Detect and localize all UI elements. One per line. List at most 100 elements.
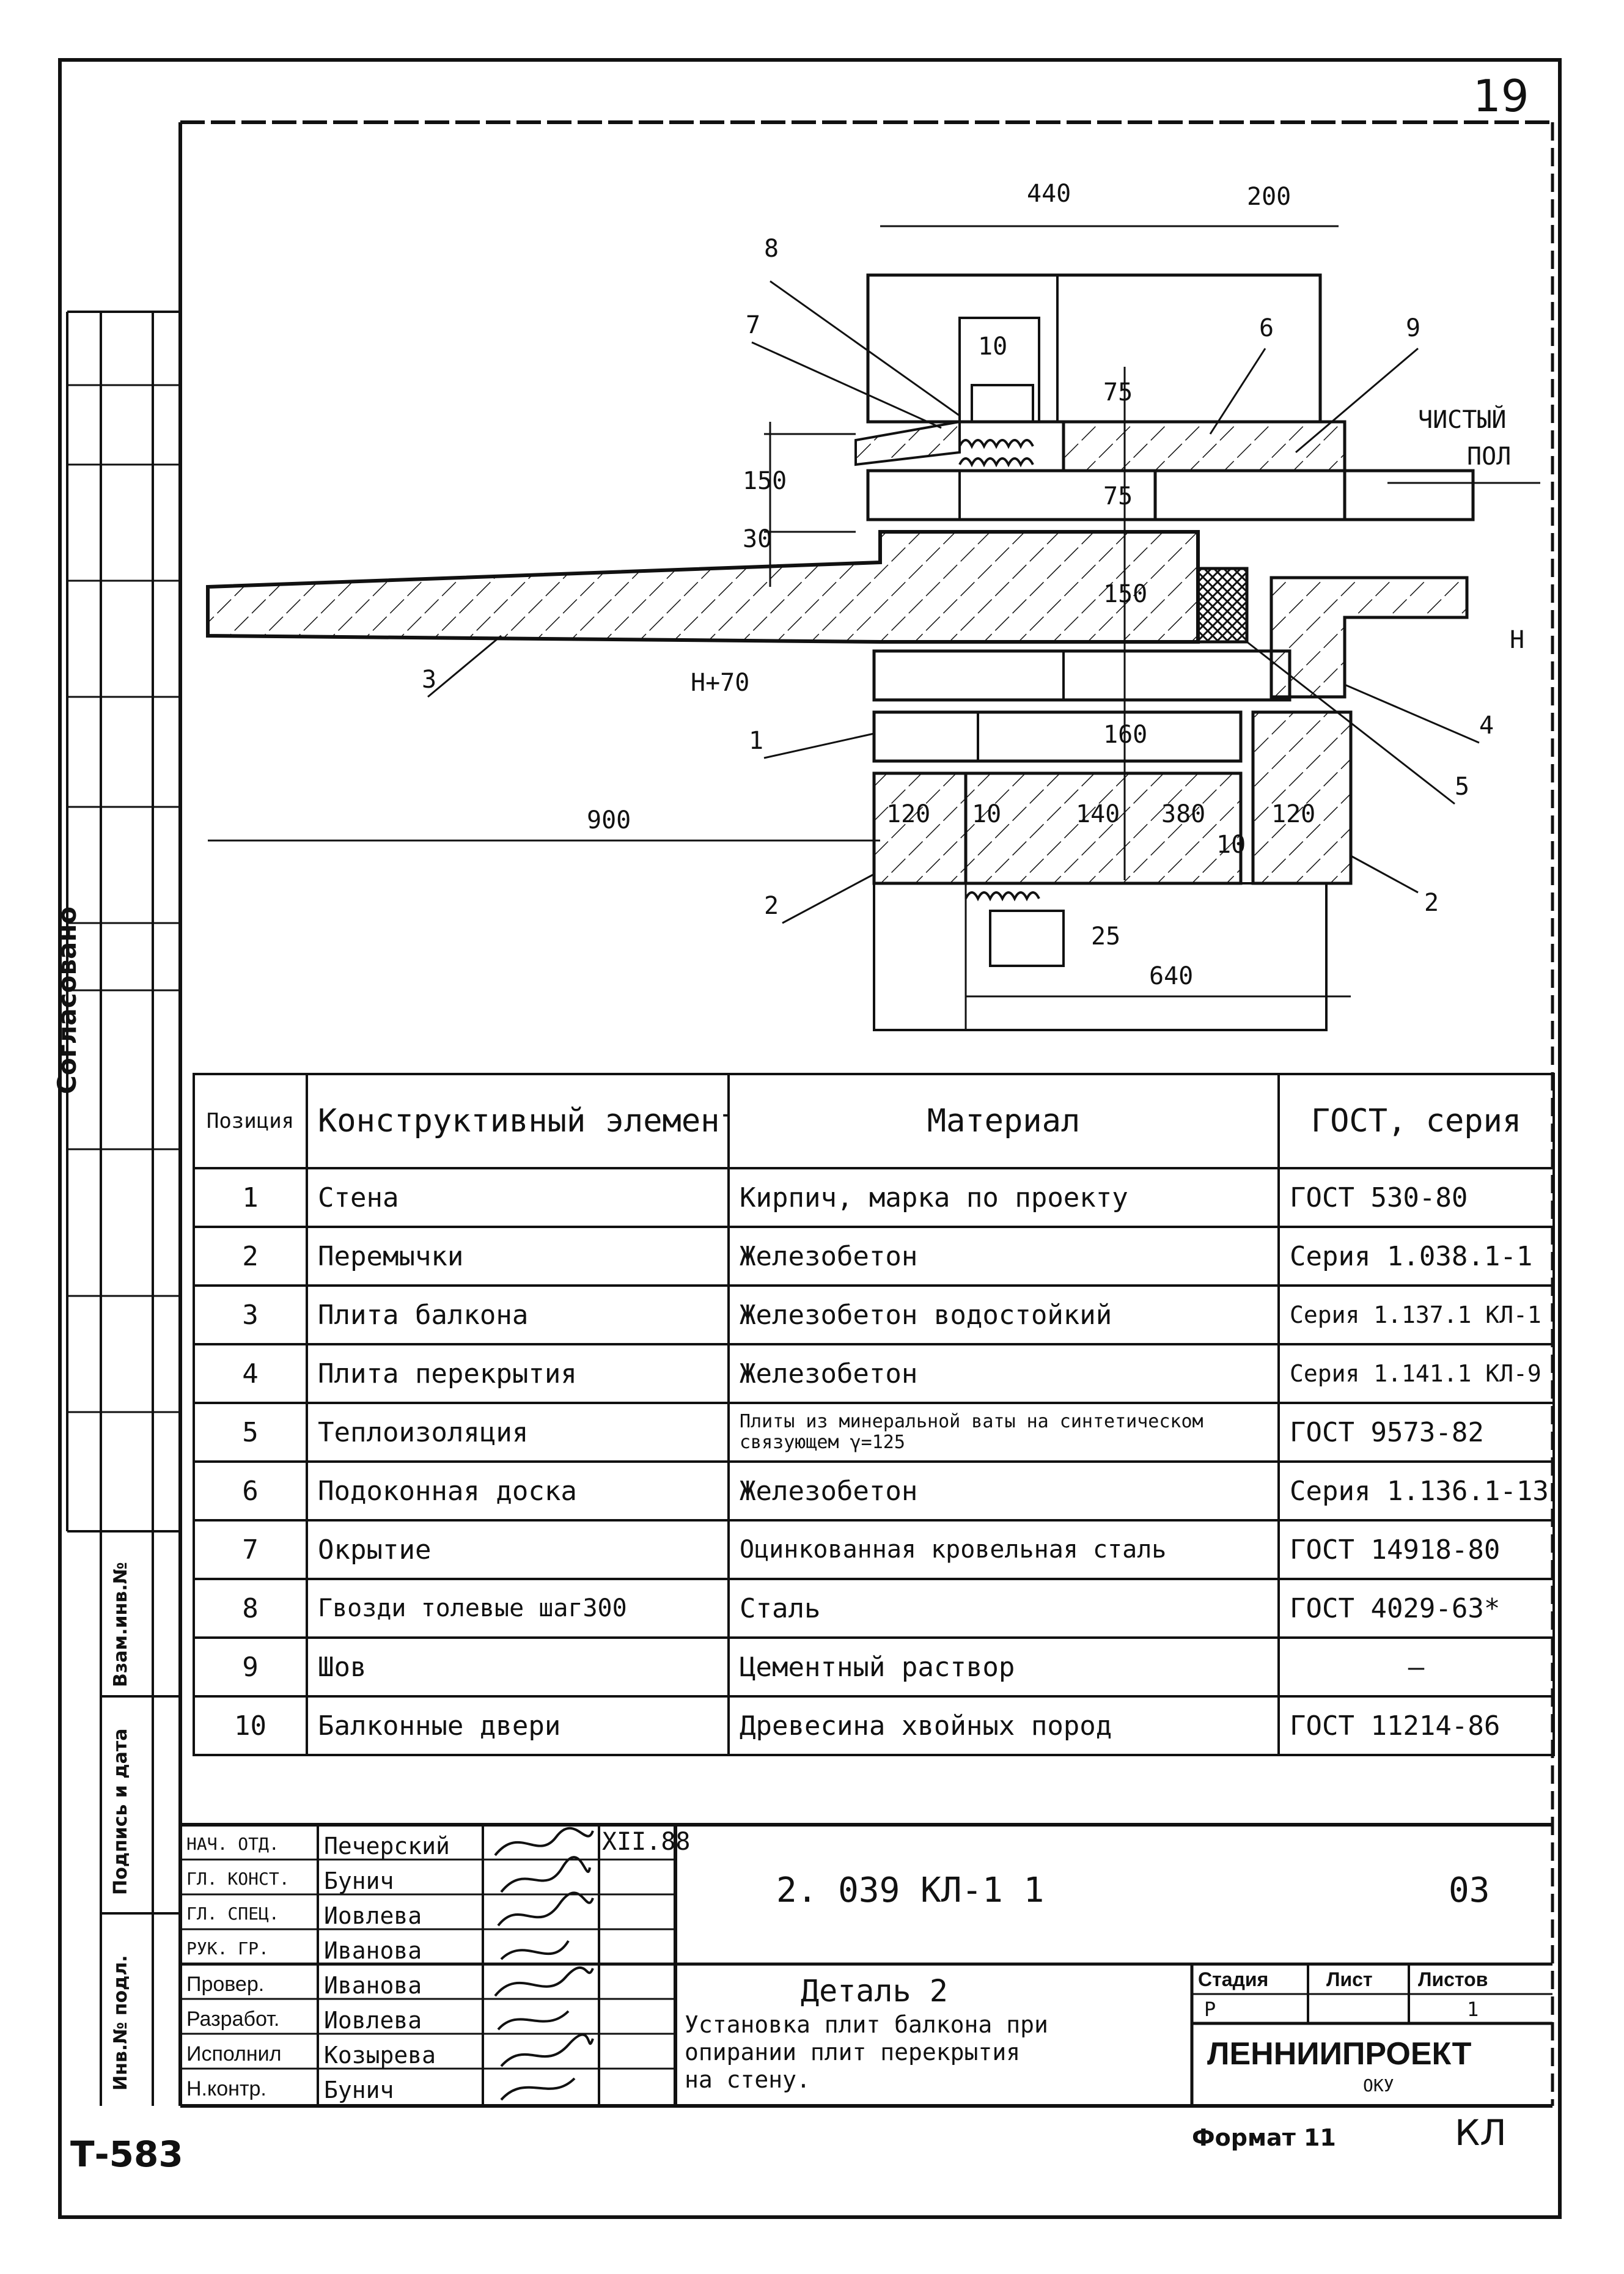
row-material: Древесина хвойных пород (727, 1695, 1280, 1756)
leader-2b: 2 (1424, 889, 1439, 917)
row-element: Гвозди толевые шаг300 (306, 1578, 730, 1639)
dim-120b: 120 (1271, 800, 1315, 828)
signer-name-2: Иовлева (324, 1902, 422, 1929)
organization: ЛЕННИИПРОЕКТ (1207, 2036, 1472, 2072)
signer-role-7: Н.контр. (186, 2077, 266, 2100)
signer-role-4: Провер. (186, 1973, 265, 1996)
row-material: Железобетон (727, 1460, 1280, 1522)
row-material: Железобетон водостойкий (727, 1284, 1280, 1345)
row-element: Стена (306, 1167, 730, 1228)
row-element: Перемычки (306, 1226, 730, 1287)
signer-name-6: Козырева (324, 2042, 436, 2069)
dim-440: 440 (1027, 180, 1071, 208)
signer-name-4: Иванова (324, 1972, 422, 1999)
leader-8: 8 (764, 235, 779, 263)
row-gost: Серия 1.136.1-13 (1277, 1460, 1555, 1522)
leader-5: 5 (1455, 773, 1469, 801)
detail-title: Деталь 2 (801, 1973, 948, 2009)
row-element: Теплоизоляция (306, 1402, 730, 1463)
dim-150b: 150 (1103, 580, 1147, 608)
row-pos: 3 (193, 1284, 308, 1345)
row-material: Оцинкованная кровельная сталь (727, 1519, 1280, 1580)
date: XII.88 (602, 1828, 691, 1856)
floor-label-2: ПОЛ (1467, 443, 1511, 471)
dim-900: 900 (587, 806, 631, 834)
detail-desc-3: на стену. (685, 2066, 810, 2093)
row-pos: 4 (193, 1343, 308, 1404)
row-pos: 1 (193, 1167, 308, 1228)
row-element: Плита балкона (306, 1284, 730, 1345)
signer-role-2: ГЛ. СПЕЦ. (186, 1904, 279, 1924)
sheets-value: 1 (1467, 1998, 1479, 2021)
outer-frame (58, 58, 1562, 2219)
doc-code: 2. 039 КЛ-1 1 (776, 1871, 1045, 1910)
dim-75a: 75 (1103, 378, 1133, 407)
row-material: Цементный раствор (727, 1636, 1280, 1698)
row-pos: 2 (193, 1226, 308, 1287)
detail-desc-1: Установка плит балкона при (685, 2011, 1048, 2038)
dim-10b: 10 (1216, 831, 1246, 859)
signer-role-1: ГЛ. КОНСТ. (186, 1869, 290, 1889)
signer-name-1: Бунич (324, 1867, 394, 1894)
row-element: Окрытие (306, 1519, 730, 1580)
header-position: Позиция (193, 1073, 308, 1169)
table-header-row: Позиция Конструктивный элемент Материал … (193, 1073, 1555, 1169)
leader-2a: 2 (764, 892, 779, 920)
specification-table: Позиция Конструктивный элемент Материал … (193, 1073, 1555, 1756)
row-element: Подоконная доска (306, 1460, 730, 1522)
dim-120a: 120 (886, 800, 930, 828)
row-element: Плита перекрытия (306, 1343, 730, 1404)
sheet-code: Т-583 (70, 2133, 183, 2175)
row-gost: ГОСТ 11214-86 (1277, 1695, 1555, 1756)
leader-9: 9 (1406, 314, 1420, 342)
leader-4: 4 (1479, 712, 1494, 740)
row-pos: 10 (193, 1695, 308, 1756)
sheet-label: Лист (1326, 1968, 1373, 1990)
dim-200: 200 (1247, 183, 1291, 211)
dim-30: 30 (743, 525, 772, 553)
dim-75b: 75 (1103, 482, 1133, 510)
row-pos: 6 (193, 1460, 308, 1522)
format-label: Формат 11 (1192, 2124, 1336, 2151)
signer-role-0: НАЧ. ОТД. (186, 1834, 279, 1854)
detail-drawing: 8 7 10 6 9 3 1 2 2 4 5 440 200 150 30 75… (206, 180, 1540, 1031)
row-gost: ГОСТ 9573-82 (1277, 1402, 1555, 1463)
signer-name-3: Иванова (324, 1937, 422, 1964)
stage-label: Стадия (1198, 1968, 1269, 1990)
row-material: Кирпич, марка по проекту (727, 1167, 1280, 1228)
dim-640: 640 (1149, 962, 1193, 990)
doc-sheet: 03 (1449, 1871, 1490, 1910)
row-element: Балконные двери (306, 1695, 730, 1756)
leader-10: 10 (978, 333, 1007, 361)
format-value: КЛ (1455, 2112, 1507, 2154)
dim-140: 140 (1076, 800, 1120, 828)
header-material: Материал (727, 1073, 1280, 1169)
row-pos: 7 (193, 1519, 308, 1580)
floor-label-1: ЧИСТЫЙ (1418, 405, 1507, 434)
row-material: Железобетон (727, 1226, 1280, 1287)
row-pos: 8 (193, 1578, 308, 1639)
row-material: Железобетон (727, 1343, 1280, 1404)
dim-10a: 10 (972, 800, 1001, 828)
organization-sub: ОКУ (1363, 2075, 1394, 2096)
dim-150a: 150 (743, 467, 787, 495)
row-material: Плиты из минеральной ваты на синтетическ… (727, 1402, 1280, 1463)
row-gost: ГОСТ 4029-63* (1277, 1578, 1555, 1639)
detail-desc-2: опирании плит перекрытия (685, 2039, 1021, 2066)
row-gost: Серия 1.137.1 КЛ-1 (1277, 1284, 1555, 1345)
signer-name-0: Печерский (324, 1833, 450, 1860)
row-gost: ГОСТ 530-80 (1277, 1167, 1555, 1228)
signer-name-7: Бунич (324, 2077, 394, 2103)
signatures (494, 1827, 594, 2101)
sheet-number: 19 (1473, 70, 1529, 122)
